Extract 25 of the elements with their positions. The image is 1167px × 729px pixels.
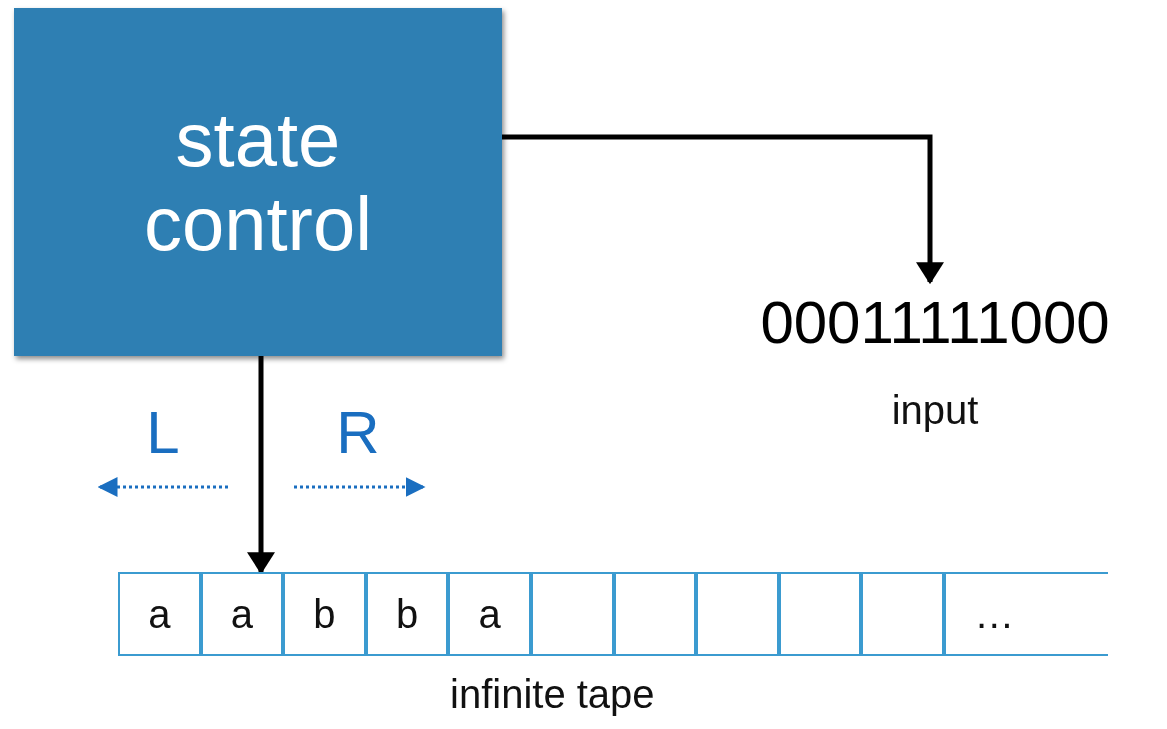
tape-symbol: … — [974, 591, 1015, 637]
tape-cell — [696, 572, 779, 656]
direction-label: R — [335, 398, 381, 467]
tape-cell — [778, 572, 862, 656]
input-string: 00011111000 — [759, 288, 1111, 357]
tape-symbol: b — [313, 591, 336, 637]
tape-cell — [531, 572, 614, 656]
tape-cell — [448, 572, 531, 656]
tape-cell — [118, 572, 201, 656]
tape-cell — [365, 572, 449, 656]
arrow — [250, 356, 272, 575]
state-box — [14, 8, 502, 356]
tape-symbol: a — [230, 591, 253, 637]
arrow — [502, 134, 941, 285]
tape-cell — [200, 572, 284, 656]
state-label: state control — [142, 98, 374, 266]
tape-symbol: a — [148, 591, 171, 637]
tape-caption: infinite tape — [450, 672, 655, 717]
tape-cell — [613, 572, 697, 656]
tape-symbol: a — [478, 591, 501, 637]
tape-cell — [861, 572, 944, 656]
tape-cell — [283, 572, 366, 656]
direction-label: L — [145, 398, 181, 467]
tape-symbol: b — [395, 591, 419, 637]
input-caption: input — [890, 388, 980, 433]
